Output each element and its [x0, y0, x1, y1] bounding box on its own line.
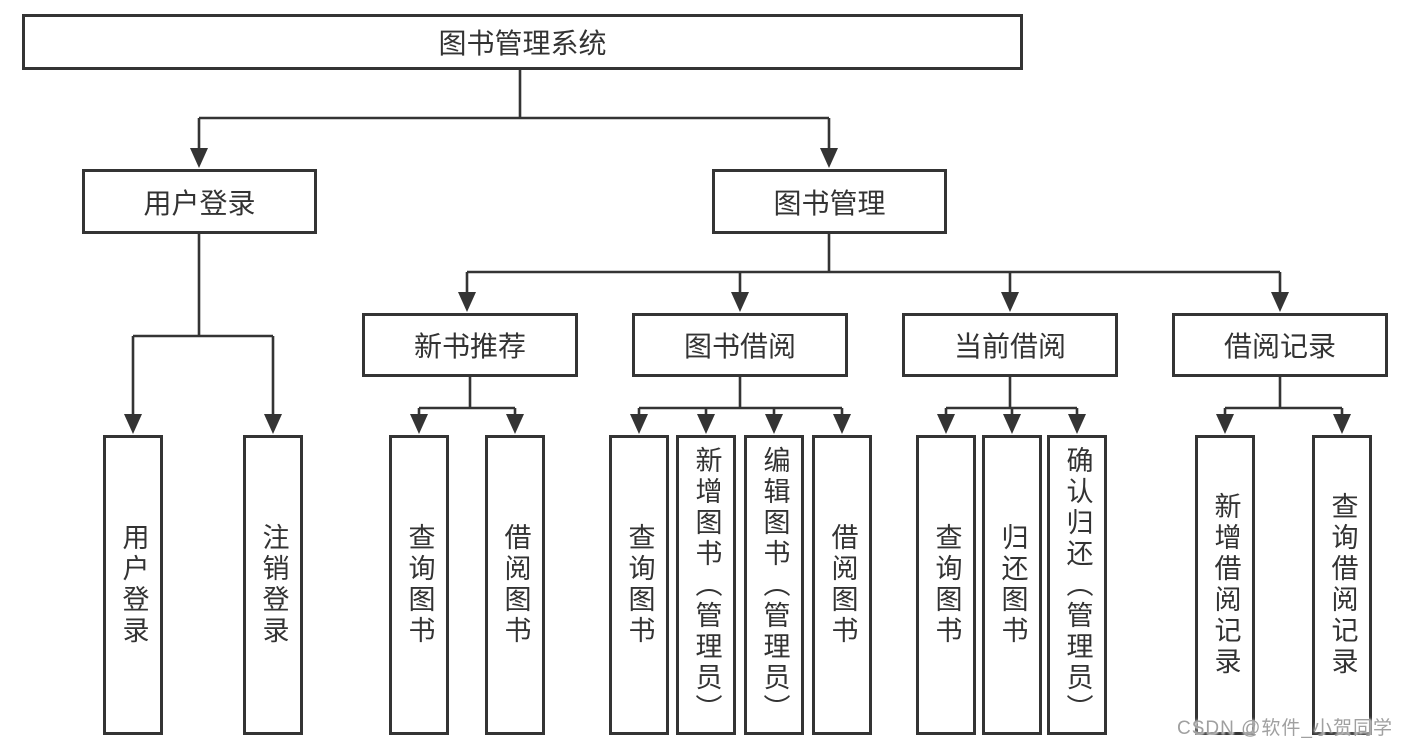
node-label: 图书管理 — [773, 187, 886, 219]
leaf-label: 确认归还（管理员） — [1062, 445, 1093, 725]
arrowhead — [458, 292, 476, 312]
arrowhead — [820, 148, 838, 168]
connector-book-borrow-to-leaves — [639, 377, 842, 410]
arrow-stems — [131, 118, 1344, 418]
leaf-label: 用户登录 — [118, 523, 149, 647]
leaf-add-books-admin: 新增图书（管理员） — [676, 435, 736, 735]
leaf-label: 新增图书（管理员） — [691, 445, 722, 725]
leaf-add-borrow-record: 新增借阅记录 — [1195, 435, 1255, 735]
arrowhead — [1003, 414, 1021, 434]
node-book-borrowing: 图书借阅 — [632, 313, 848, 377]
arrowhead — [410, 414, 428, 434]
connector-new-book-to-leaves — [419, 377, 515, 410]
node-library-management-system: 图书管理系统 — [22, 14, 1023, 70]
leaf-return-books: 归还图书 — [982, 435, 1042, 735]
leaf-edit-books-admin: 编辑图书（管理员） — [744, 435, 804, 735]
leaf-borrow-books-newbook: 借阅图书 — [485, 435, 545, 735]
node-borrowing-records: 借阅记录 — [1172, 313, 1388, 377]
connector-user-login-to-leaves — [133, 234, 273, 338]
arrowhead — [1068, 414, 1086, 434]
arrowhead — [506, 414, 524, 434]
node-book-management: 图书管理 — [712, 169, 947, 234]
leaf-label: 借阅图书 — [827, 523, 858, 647]
node-new-book-recommendation: 新书推荐 — [362, 313, 578, 377]
leaf-label: 注销登录 — [258, 523, 289, 647]
leaf-label: 借阅图书 — [500, 523, 531, 647]
leaf-borrow-books: 借阅图书 — [812, 435, 872, 735]
node-label: 图书管理系统 — [438, 28, 607, 59]
node-label: 图书借阅 — [683, 331, 796, 362]
arrowhead — [937, 414, 955, 434]
leaf-label: 归还图书 — [997, 523, 1028, 647]
leaf-search-books-current: 查询图书 — [916, 435, 976, 735]
leaf-label: 查询图书 — [931, 523, 962, 647]
arrowhead — [697, 414, 715, 434]
arrowhead — [731, 292, 749, 312]
node-label: 借阅记录 — [1223, 331, 1336, 362]
connector-book-management-to-level3 — [467, 234, 1280, 274]
leaf-search-books-borrow: 查询图书 — [609, 435, 669, 735]
connector-borrow-records-to-leaves — [1225, 377, 1342, 410]
node-label: 当前借阅 — [953, 331, 1066, 362]
node-label: 新书推荐 — [413, 331, 526, 362]
node-label: 用户登录 — [143, 187, 256, 219]
arrow-heads — [124, 148, 1351, 434]
leaf-label: 查询借阅记录 — [1327, 492, 1358, 678]
arrowhead — [833, 414, 851, 434]
leaf-label: 新增借阅记录 — [1210, 492, 1241, 678]
connector-current-borrow-to-leaves — [946, 377, 1077, 410]
leaf-label: 查询图书 — [404, 523, 435, 647]
arrowhead — [190, 148, 208, 168]
csdn-watermark: CSDN @软件_小贺同学 — [1177, 718, 1393, 739]
leaf-search-borrow-record: 查询借阅记录 — [1312, 435, 1372, 735]
node-current-borrowing: 当前借阅 — [902, 313, 1118, 377]
arrowhead — [124, 414, 142, 434]
leaf-confirm-return-admin: 确认归还（管理员） — [1047, 435, 1107, 735]
leaf-label: 查询图书 — [624, 523, 655, 647]
arrowhead — [1216, 414, 1234, 434]
node-user-login: 用户登录 — [82, 169, 317, 234]
leaf-label: 编辑图书（管理员） — [759, 445, 790, 725]
connector-root-to-level2 — [199, 69, 829, 120]
arrowhead — [1271, 292, 1289, 312]
arrowhead — [765, 414, 783, 434]
arrowhead — [630, 414, 648, 434]
leaf-user-login: 用户登录 — [103, 435, 163, 735]
leaf-search-books-newbook: 查询图书 — [389, 435, 449, 735]
arrowhead — [1001, 292, 1019, 312]
arrowhead — [264, 414, 282, 434]
leaf-logout: 注销登录 — [243, 435, 303, 735]
arrowhead — [1333, 414, 1351, 434]
